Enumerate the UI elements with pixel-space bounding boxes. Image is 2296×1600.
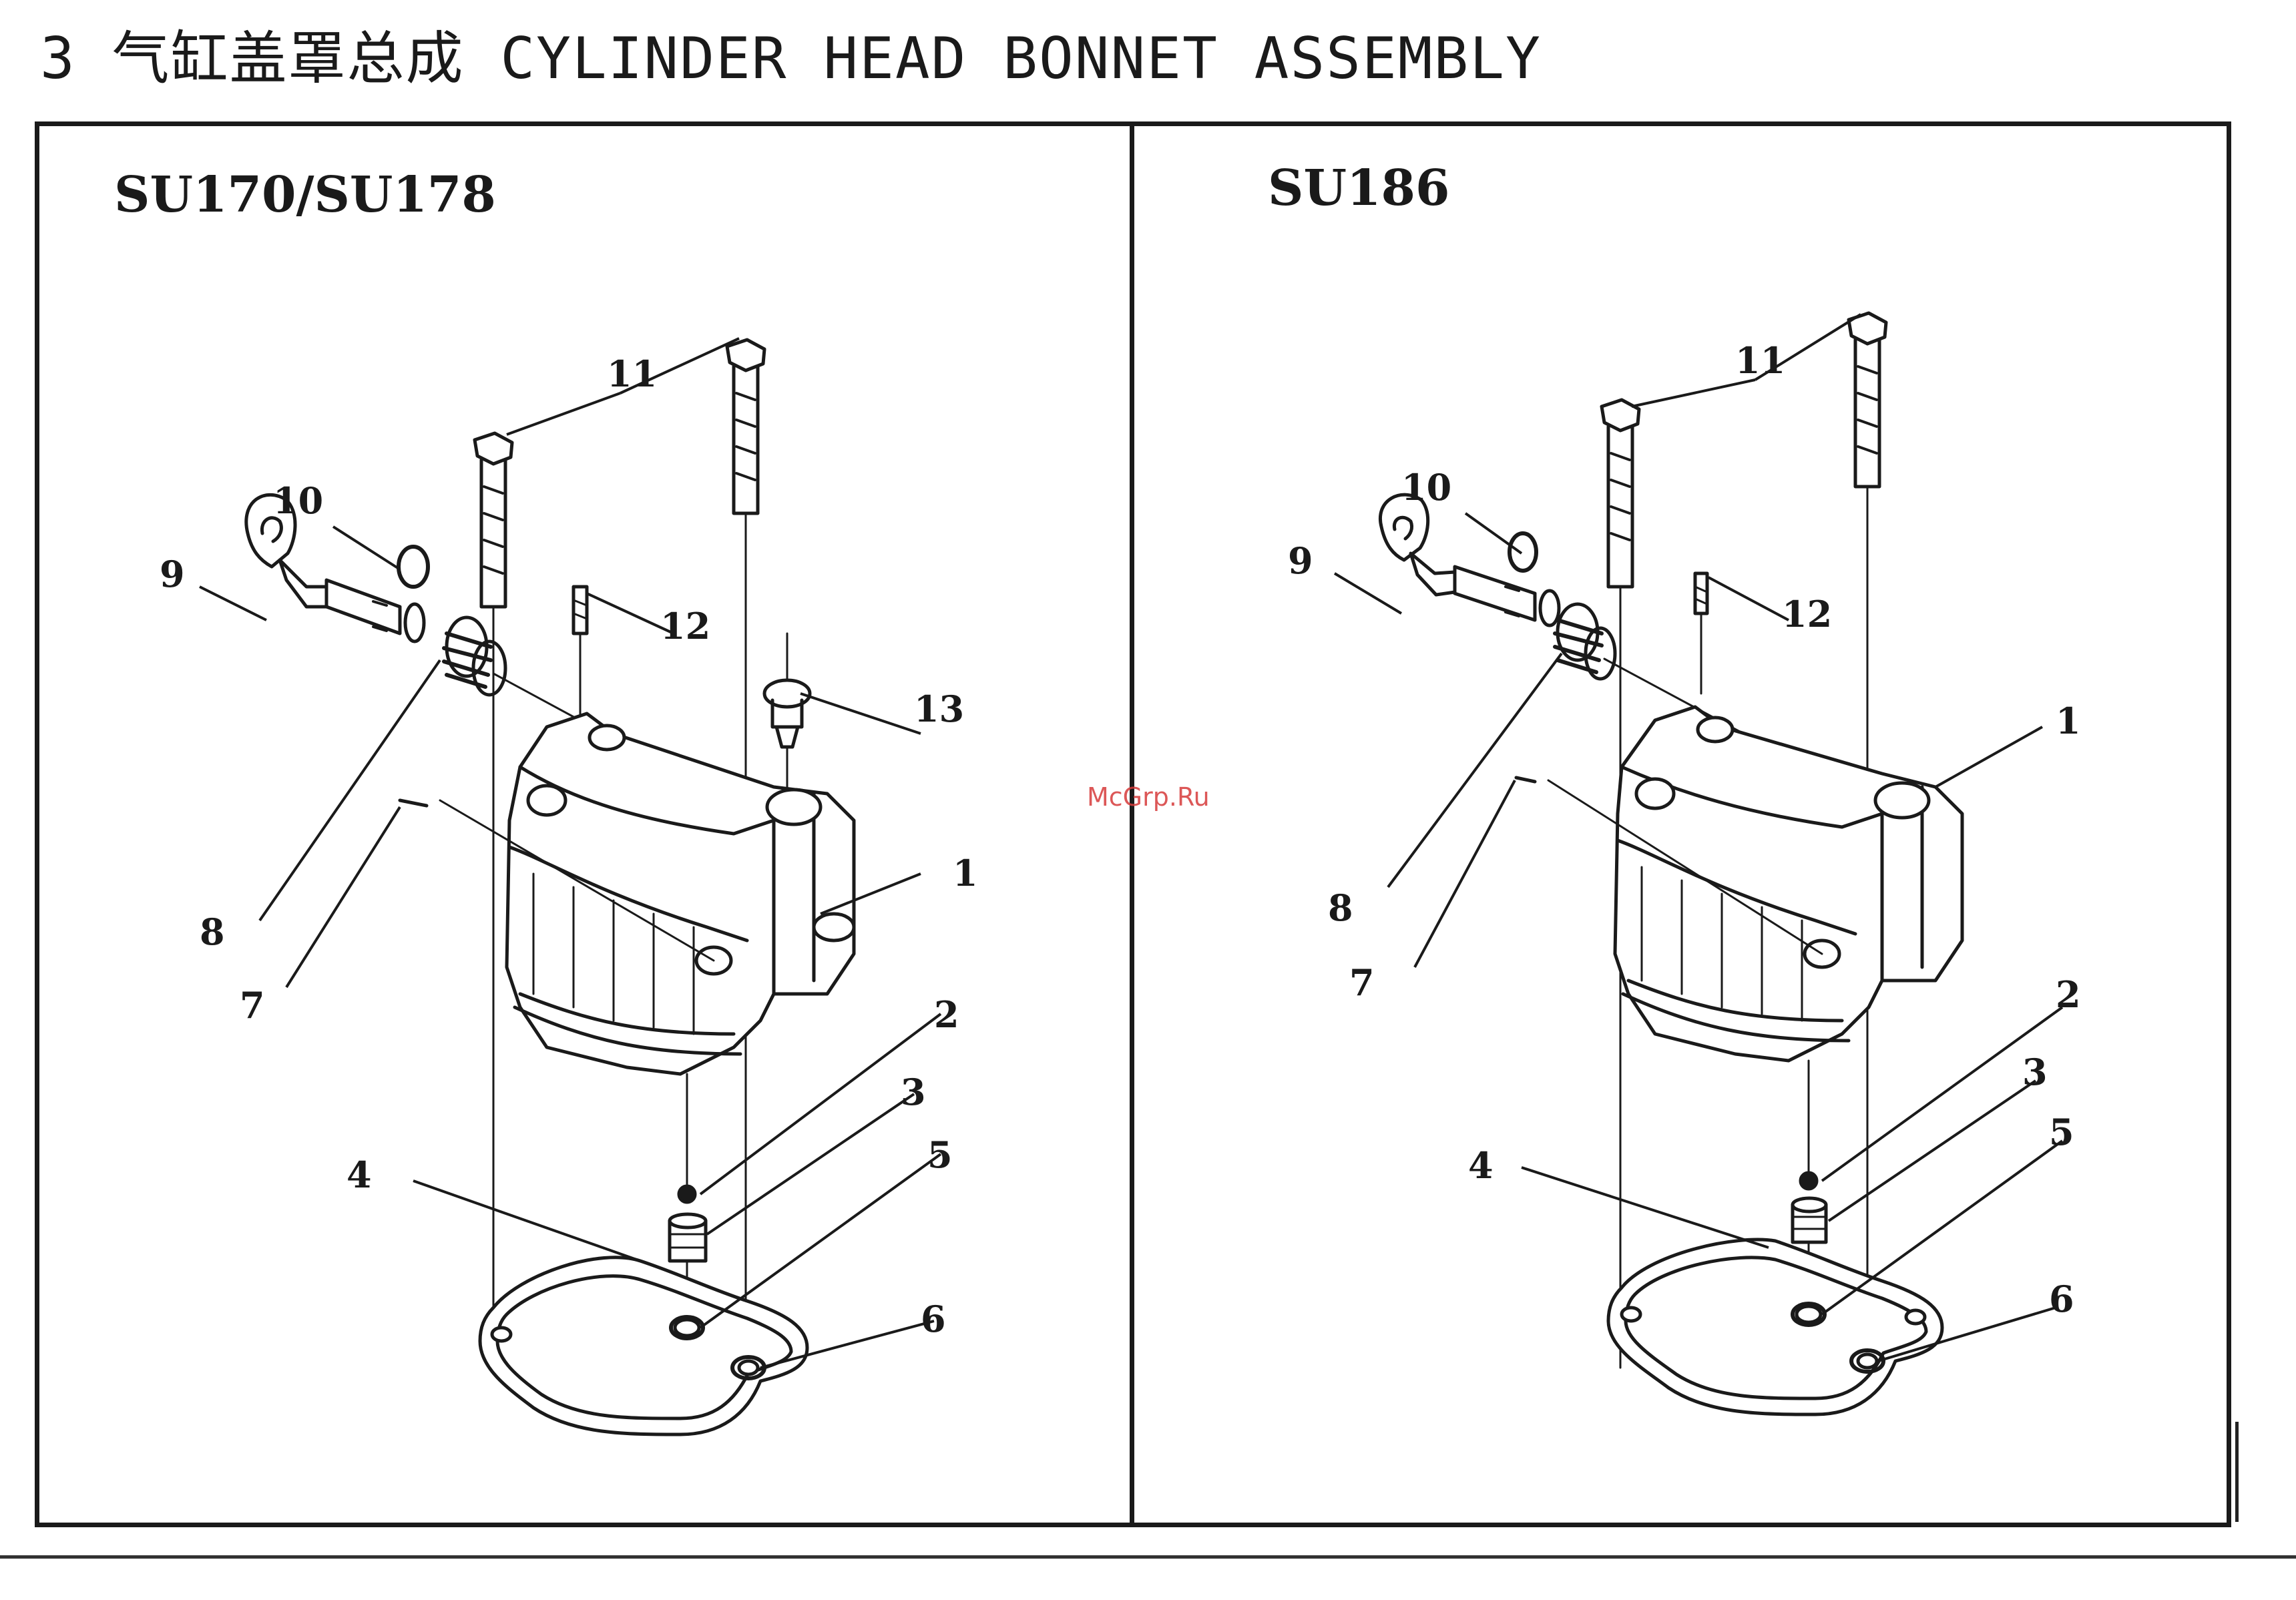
frame-edge-marks — [2235, 1422, 2247, 1522]
panel-su170-su178: SU170/SU178 — [39, 126, 1130, 1523]
exploded-diagram-su186: 1 2 3 4 5 6 7 8 9 10 11 12 — [1134, 126, 2227, 1523]
callout-1: 1 — [953, 852, 978, 894]
callout-8: 8 — [200, 910, 225, 953]
callout-11: 11 — [607, 352, 657, 395]
callout-5: 5 — [927, 1133, 953, 1176]
callout-1: 1 — [2056, 700, 2081, 742]
callout-12: 12 — [1782, 593, 1832, 635]
o-ring — [1510, 533, 1536, 571]
panel-su186: SU186 — [1134, 126, 2227, 1523]
exploded-diagram-su170-su178: 1 2 3 4 5 6 7 8 9 10 11 12 13 — [39, 126, 1130, 1523]
callout-3: 3 — [2022, 1051, 2048, 1093]
callout-9: 9 — [1288, 539, 1313, 582]
callout-4: 4 — [347, 1153, 372, 1196]
check-ball — [679, 1074, 695, 1202]
panel-divider — [1130, 121, 1134, 1527]
cover-gasket — [480, 1258, 807, 1434]
callout-2: 2 — [934, 993, 959, 1036]
callout-5: 5 — [2049, 1111, 2074, 1153]
callout-2: 2 — [2056, 973, 2081, 1016]
cylinder-head-cover — [1516, 707, 1962, 1061]
callout-13: 13 — [914, 688, 964, 730]
callout-6: 6 — [921, 1298, 946, 1340]
callout-3: 3 — [901, 1071, 926, 1113]
callout-9: 9 — [160, 553, 185, 595]
o-ring — [399, 547, 428, 587]
watermark: McGrp.Ru — [1087, 782, 1210, 812]
check-ball — [1801, 1061, 1817, 1189]
bottom-rule — [0, 1555, 2296, 1559]
page-title: 3 气缸盖罩总成 CYLINDER HEAD BONNET ASSEMBLY — [40, 19, 1542, 99]
callout-6: 6 — [2049, 1278, 2074, 1320]
cylinder-head-cover — [400, 714, 854, 1074]
breather-valve — [764, 633, 810, 807]
cover-gasket — [1608, 1240, 1942, 1414]
dowel-pin — [1695, 573, 1707, 694]
dowel-pin — [573, 587, 587, 720]
callout-7: 7 — [240, 984, 265, 1027]
callout-4: 4 — [1468, 1144, 1494, 1187]
callout-12: 12 — [660, 605, 710, 647]
callout-7: 7 — [1349, 961, 1375, 1004]
callout-10: 10 — [273, 479, 323, 522]
callout-10: 10 — [1401, 466, 1451, 509]
callout-8: 8 — [1328, 886, 1353, 929]
callout-11: 11 — [1735, 339, 1785, 382]
